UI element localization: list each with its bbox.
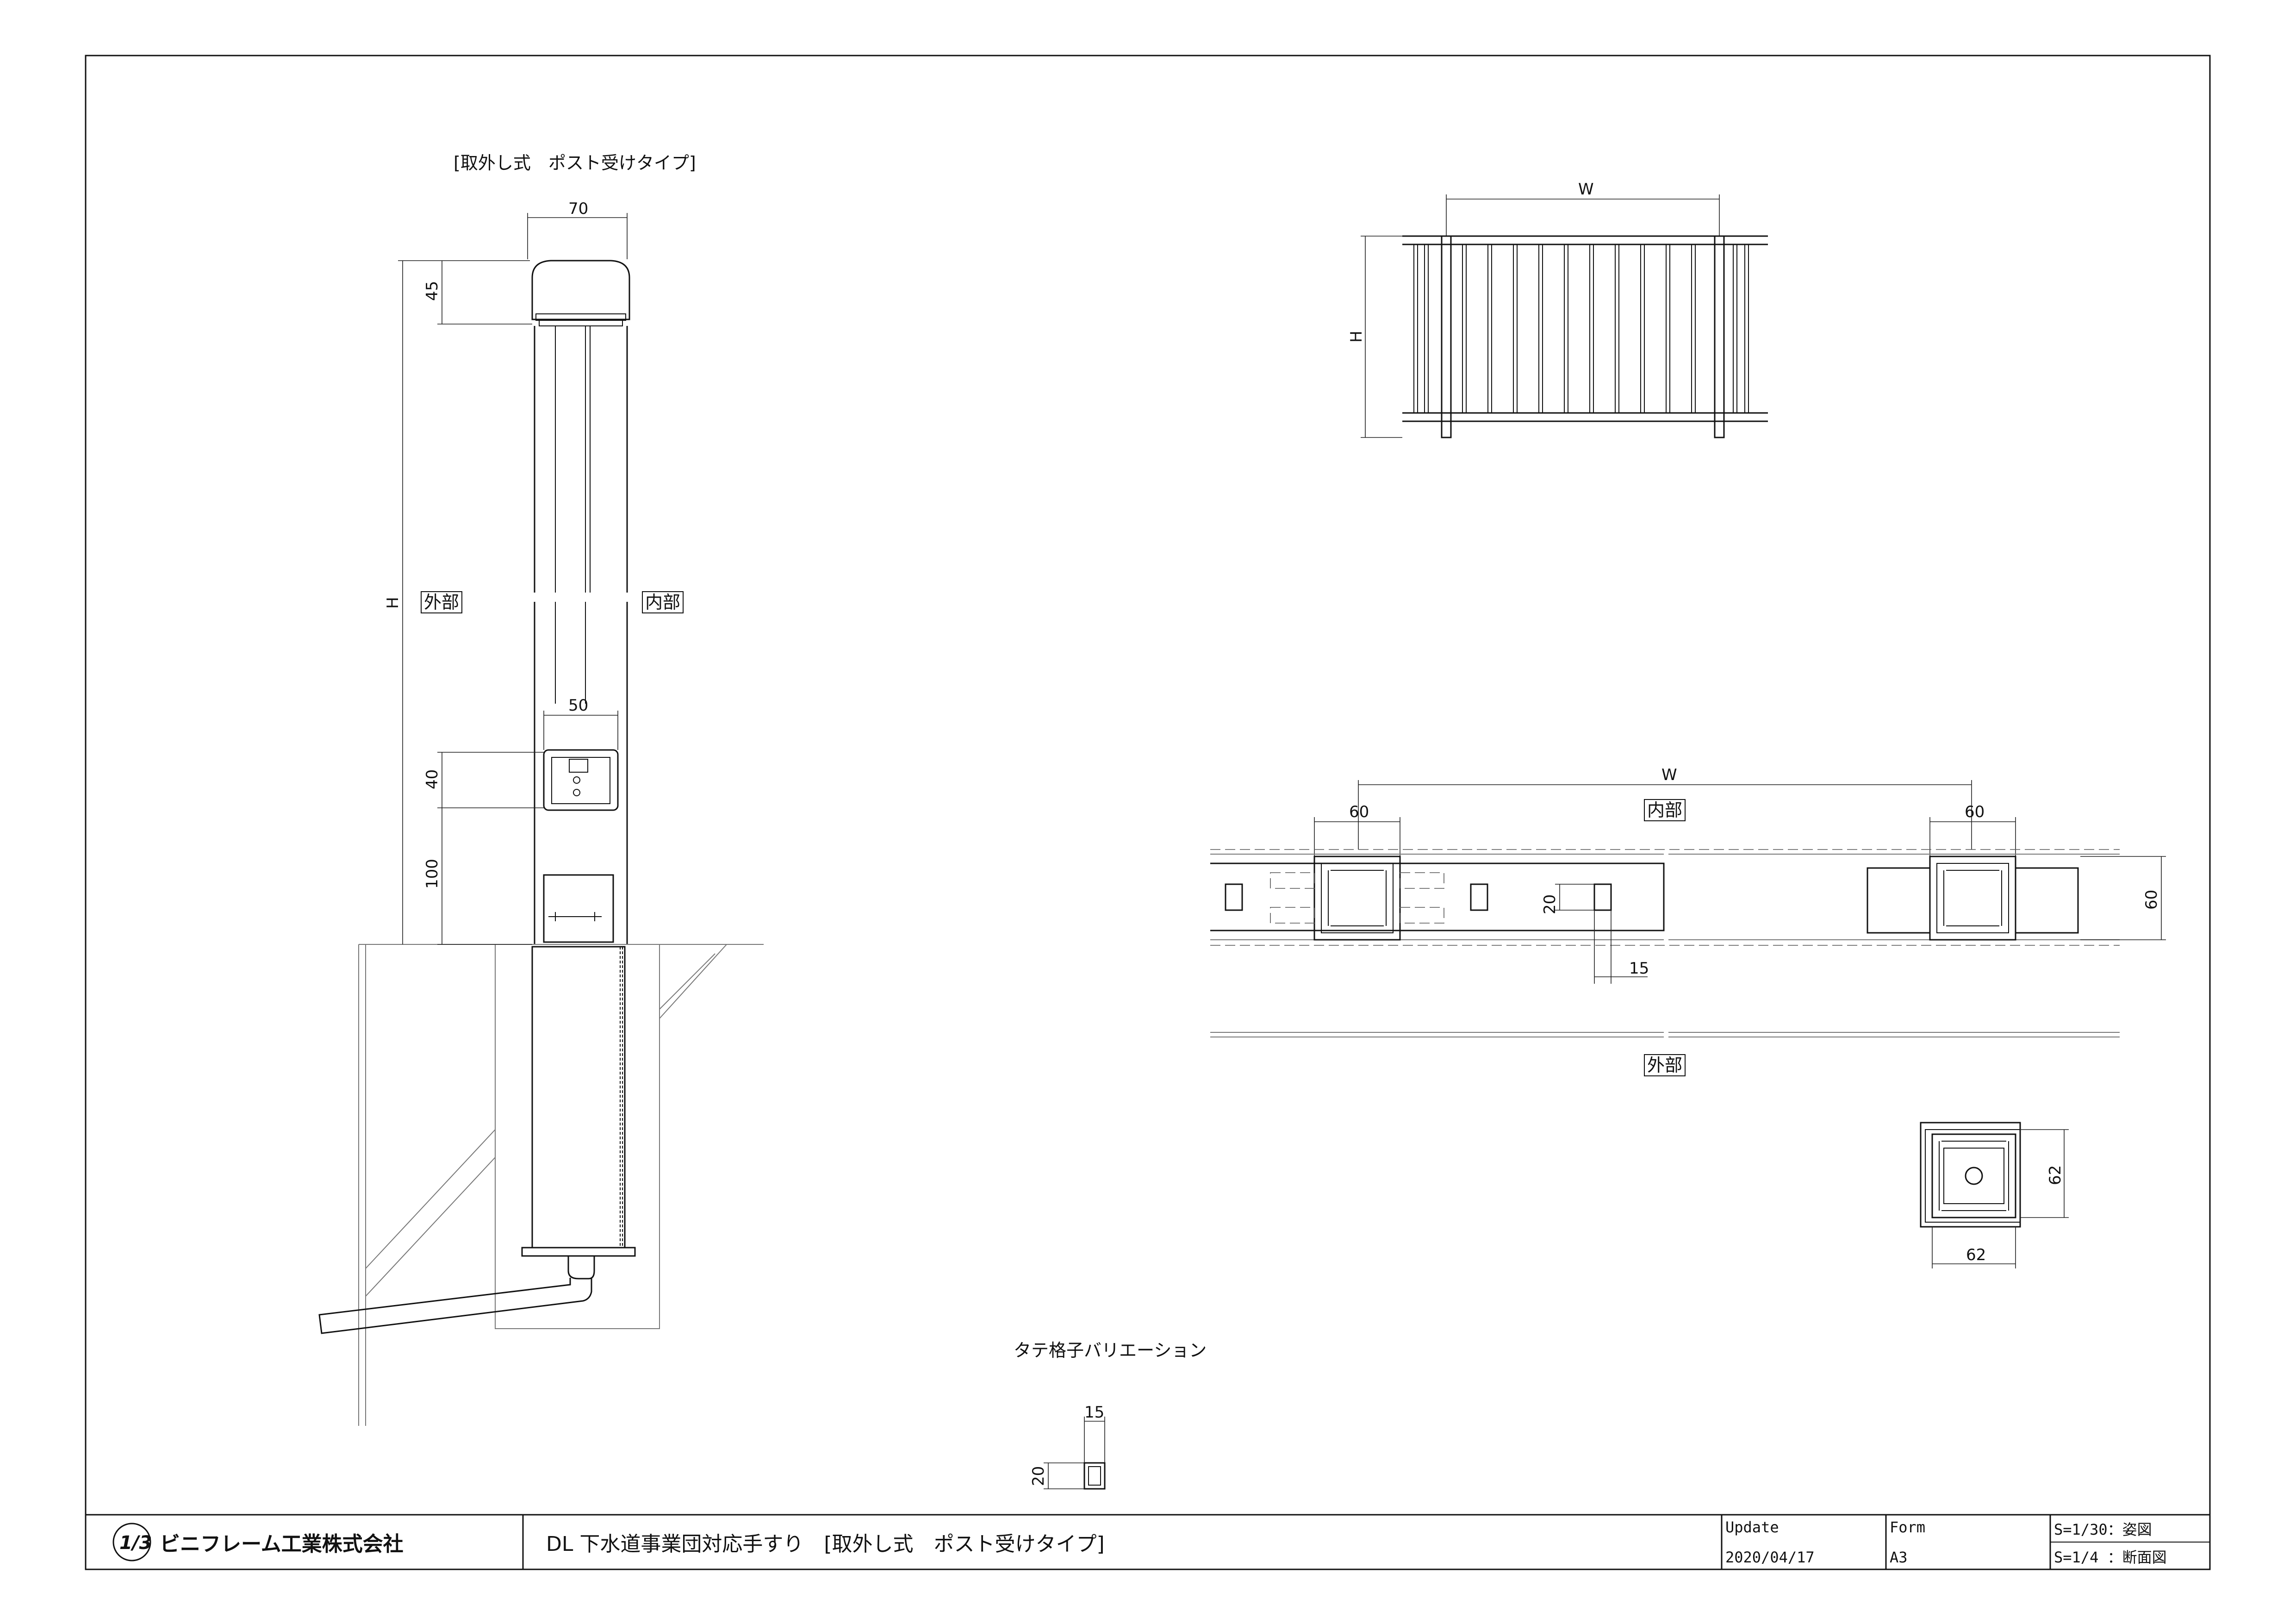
section-title: [取外し式 ポスト受けタイプ] [454, 153, 696, 173]
post-bracket [543, 749, 619, 811]
dim-bracket-width: 50 [543, 696, 618, 750]
side-view: [取外し式 ポスト受けタイプ] 70 [318, 153, 764, 1426]
post-body [534, 326, 628, 944]
section-width-label: 62 [1966, 1246, 1986, 1264]
company-logo: 1/3 ビニフレーム工業株式会社 [112, 1523, 404, 1562]
plan-label-inside: 内部 [1644, 799, 1686, 821]
label-inside-text: 内部 [645, 592, 680, 612]
dim-cap-height-label: 45 [423, 281, 442, 301]
baluster [1413, 244, 1418, 413]
dim-bracket-offset-label: 100 [423, 859, 442, 889]
update-label: Update [1725, 1518, 1779, 1536]
handrail-cap [531, 260, 630, 320]
scale-1: S=1/30：姿図 [2054, 1521, 2152, 1538]
plan-slot-width-label: 15 [1629, 959, 1649, 978]
plan-post-left-label: 60 [1349, 803, 1369, 821]
label-outside-text: 外部 [424, 592, 459, 612]
baluster [1462, 244, 1467, 413]
form-value: A3 [1890, 1549, 1908, 1566]
elev-height-label: H [1347, 331, 1366, 343]
baluster [1744, 244, 1749, 413]
dim-cap-width-label: 70 [568, 200, 588, 218]
plan-label-inside-text: 内部 [1647, 800, 1682, 820]
embedded-sleeve [521, 946, 636, 1280]
post-section-view: 62 62 [1920, 1122, 2069, 1268]
dim-left-column: 45 H 40 100 [384, 260, 544, 945]
baluster [1615, 244, 1619, 413]
logo-mark-text: 1/3 [119, 1532, 152, 1554]
bar-variation: タテ格子バリエーション 15 20 [1014, 1340, 1207, 1490]
elev-width-label: W [1578, 180, 1594, 199]
scale-2: S=1/4 ：断面図 [2054, 1549, 2167, 1566]
baluster [1640, 244, 1645, 413]
variation-title: タテ格子バリエーション [1014, 1340, 1207, 1361]
title-block: 1/3 ビニフレーム工業株式会社 DL 下水道事業団対応手すり [取外し式 ポス… [86, 1514, 2210, 1569]
plan-post-right-label: 60 [1965, 803, 1985, 821]
dim-bracket-height-label: 40 [423, 769, 442, 789]
sheet-border [85, 55, 2211, 1570]
post-receiver [543, 874, 614, 943]
plan-label-outside: 外部 [1644, 1054, 1686, 1076]
dim-total-height-label: H [384, 597, 402, 609]
baluster [1691, 244, 1696, 413]
drawing-name: DL 下水道事業団対応手すり [取外し式 ポスト受けタイプ] [546, 1532, 1105, 1556]
dim-cap-width: 70 [527, 200, 628, 259]
drain-pipe [318, 1278, 592, 1334]
baluster [1589, 244, 1594, 413]
label-outside: 外部 [421, 591, 462, 613]
baluster [1564, 244, 1568, 413]
plan-label-outside-text: 外部 [1647, 1055, 1682, 1075]
baluster [1424, 244, 1429, 413]
baluster [1733, 244, 1737, 413]
baluster [1513, 244, 1518, 413]
form-label: Form [1890, 1518, 1925, 1536]
ground [358, 944, 764, 1426]
plan-depth-label: 60 [2142, 890, 2161, 910]
plan-view: W 内部 外部 60 60 [1210, 766, 2166, 1076]
label-inside: 内部 [642, 591, 684, 613]
dim-bracket-width-label: 50 [568, 696, 588, 715]
section-height-label: 62 [2046, 1165, 2065, 1185]
baluster [1487, 244, 1492, 413]
baluster [1538, 244, 1543, 413]
update-value: 2020/04/17 [1725, 1549, 1815, 1566]
bar-height-label: 20 [1029, 1466, 1048, 1486]
bar-width-label: 15 [1084, 1403, 1104, 1422]
company-name: ビニフレーム工業株式会社 [160, 1532, 404, 1556]
plan-width-label: W [1661, 766, 1677, 784]
plan-slot-height-label: 20 [1541, 894, 1559, 914]
baluster [1666, 244, 1670, 413]
elevation-view: W H [1347, 180, 1768, 438]
